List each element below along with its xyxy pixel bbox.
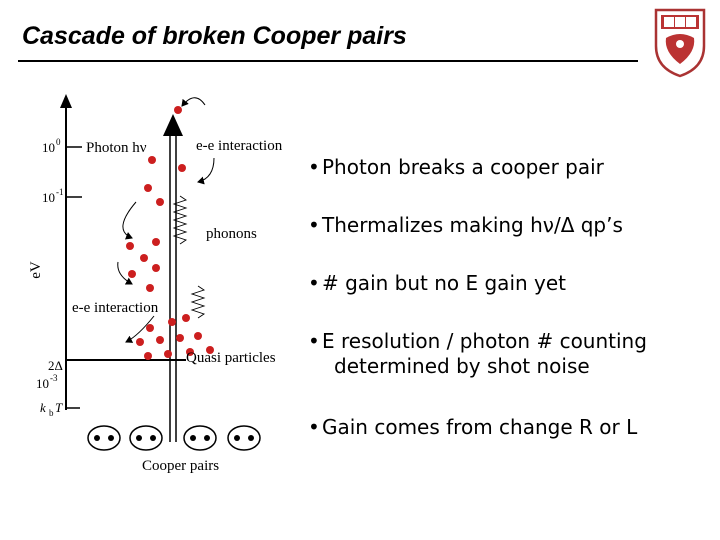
tick-label-10-1: 10 — [42, 190, 55, 205]
bullet-thermalizes: •Thermalizes making hν/Δ qp’s — [308, 213, 623, 238]
photon-label: Photon hν — [86, 140, 147, 156]
label-ee-interaction-left: e-e interaction — [72, 300, 159, 316]
tick-label-kbt: k — [40, 400, 46, 415]
label-phonons: phonons — [206, 226, 257, 242]
particle — [178, 164, 186, 172]
photon-beam-arrowhead — [163, 114, 183, 136]
particle — [146, 324, 154, 332]
svg-text:eV: eV — [28, 261, 44, 279]
tick-label-10-3: 10 — [36, 376, 49, 391]
tick-label-10-0-exp: 0 — [56, 137, 61, 147]
cooper-pair — [184, 426, 216, 450]
particle — [148, 156, 156, 164]
cascade-diagram: eV 10 0 Photon hν 10 -1 2Δ 10 -3 k b T — [0, 90, 310, 490]
particle — [144, 352, 152, 360]
particle — [182, 314, 190, 322]
label-ee-interaction-top: e-e interaction — [196, 138, 283, 154]
particle — [156, 198, 164, 206]
axis-label-ev: eV — [28, 261, 44, 279]
energy-axis-arrowhead — [60, 94, 72, 108]
bullet-list: •Photon breaks a cooper pair •Thermalize… — [308, 0, 718, 540]
tick-label-kbt-sub: b — [49, 408, 54, 418]
particle — [146, 284, 154, 292]
particle — [194, 332, 202, 340]
particle — [128, 270, 136, 278]
tick-label-10-1-exp: -1 — [56, 187, 64, 197]
ee-arrow-top-down — [198, 158, 214, 182]
particle — [156, 336, 164, 344]
cascade-arrow-left — [123, 202, 136, 238]
tick-label-10-0: 10 — [42, 140, 55, 155]
particle — [126, 242, 134, 250]
bullet-gain: •# gain but no E gain yet — [308, 271, 566, 296]
label-cooper-pairs: Cooper pairs — [142, 458, 219, 474]
particle — [140, 254, 148, 262]
bullet-e-resolution: •E resolution / photon # counting determ… — [308, 329, 647, 379]
cooper-pair — [228, 426, 260, 450]
particle — [152, 264, 160, 272]
particle — [136, 338, 144, 346]
cooper-pair — [130, 426, 162, 450]
level-label-2delta: 2Δ — [48, 358, 63, 373]
bullet-gain-change: •Gain comes from change R or L — [308, 415, 637, 440]
particle — [176, 334, 184, 342]
particle — [174, 106, 182, 114]
particle — [164, 350, 172, 358]
particle — [144, 184, 152, 192]
label-quasi-particles: Quasi particles — [186, 350, 276, 366]
particle — [152, 238, 160, 246]
tick-label-10-3-exp: -3 — [50, 373, 58, 383]
bullet-photon-breaks: •Photon breaks a cooper pair — [308, 155, 604, 180]
cooper-pair — [88, 426, 120, 450]
phonon-wiggle-lower — [192, 286, 204, 318]
particle — [168, 318, 176, 326]
tick-label-kbt-t: T — [55, 400, 63, 415]
ee-arrow-top-up — [182, 98, 205, 106]
